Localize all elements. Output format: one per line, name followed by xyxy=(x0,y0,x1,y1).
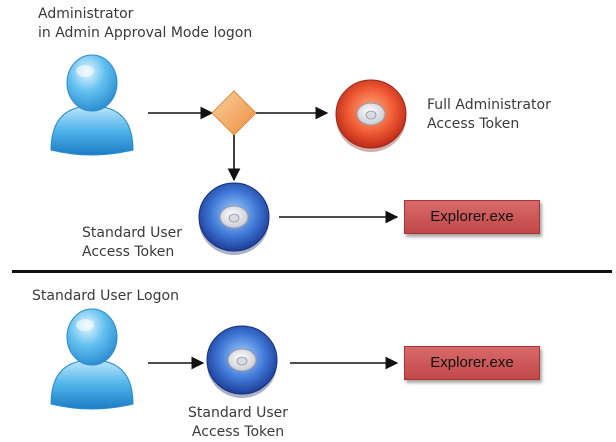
full-admin-token-label-line2: Access Token xyxy=(427,116,520,132)
standard-user-icon xyxy=(50,308,134,410)
standard-token-label-line2: Access Token xyxy=(82,244,175,260)
standard-logon-token-label: Standard User Access Token xyxy=(188,404,288,442)
full-admin-token-label: Full Administrator Access Token xyxy=(427,96,551,134)
admin-logon-title: Administrator in Admin Approval Mode log… xyxy=(38,5,252,43)
standard-logon-token-label-line2: Access Token xyxy=(191,424,285,440)
decision-diamond xyxy=(211,90,257,136)
admin-logon-title-line2: in Admin Approval Mode logon xyxy=(38,25,253,41)
explorer-process-box-standard: Explorer.exe xyxy=(404,346,540,380)
standard-logon-title: Standard User Logon xyxy=(32,288,179,304)
standard-logon-token-disc-icon xyxy=(206,325,278,399)
admin-user-icon xyxy=(50,54,134,156)
standard-token-disc-icon xyxy=(198,182,270,256)
standard-token-label: Standard User Access Token xyxy=(82,224,182,262)
full-admin-token-disc-icon xyxy=(335,79,407,153)
standard-token-label-line1: Standard User xyxy=(82,225,183,241)
explorer-process-box-admin: Explorer.exe xyxy=(404,200,540,234)
full-admin-token-label-line1: Full Administrator xyxy=(427,97,551,113)
section-divider xyxy=(12,270,612,273)
admin-logon-title-line1: Administrator xyxy=(38,6,134,22)
standard-logon-token-label-line1: Standard User xyxy=(188,405,289,421)
